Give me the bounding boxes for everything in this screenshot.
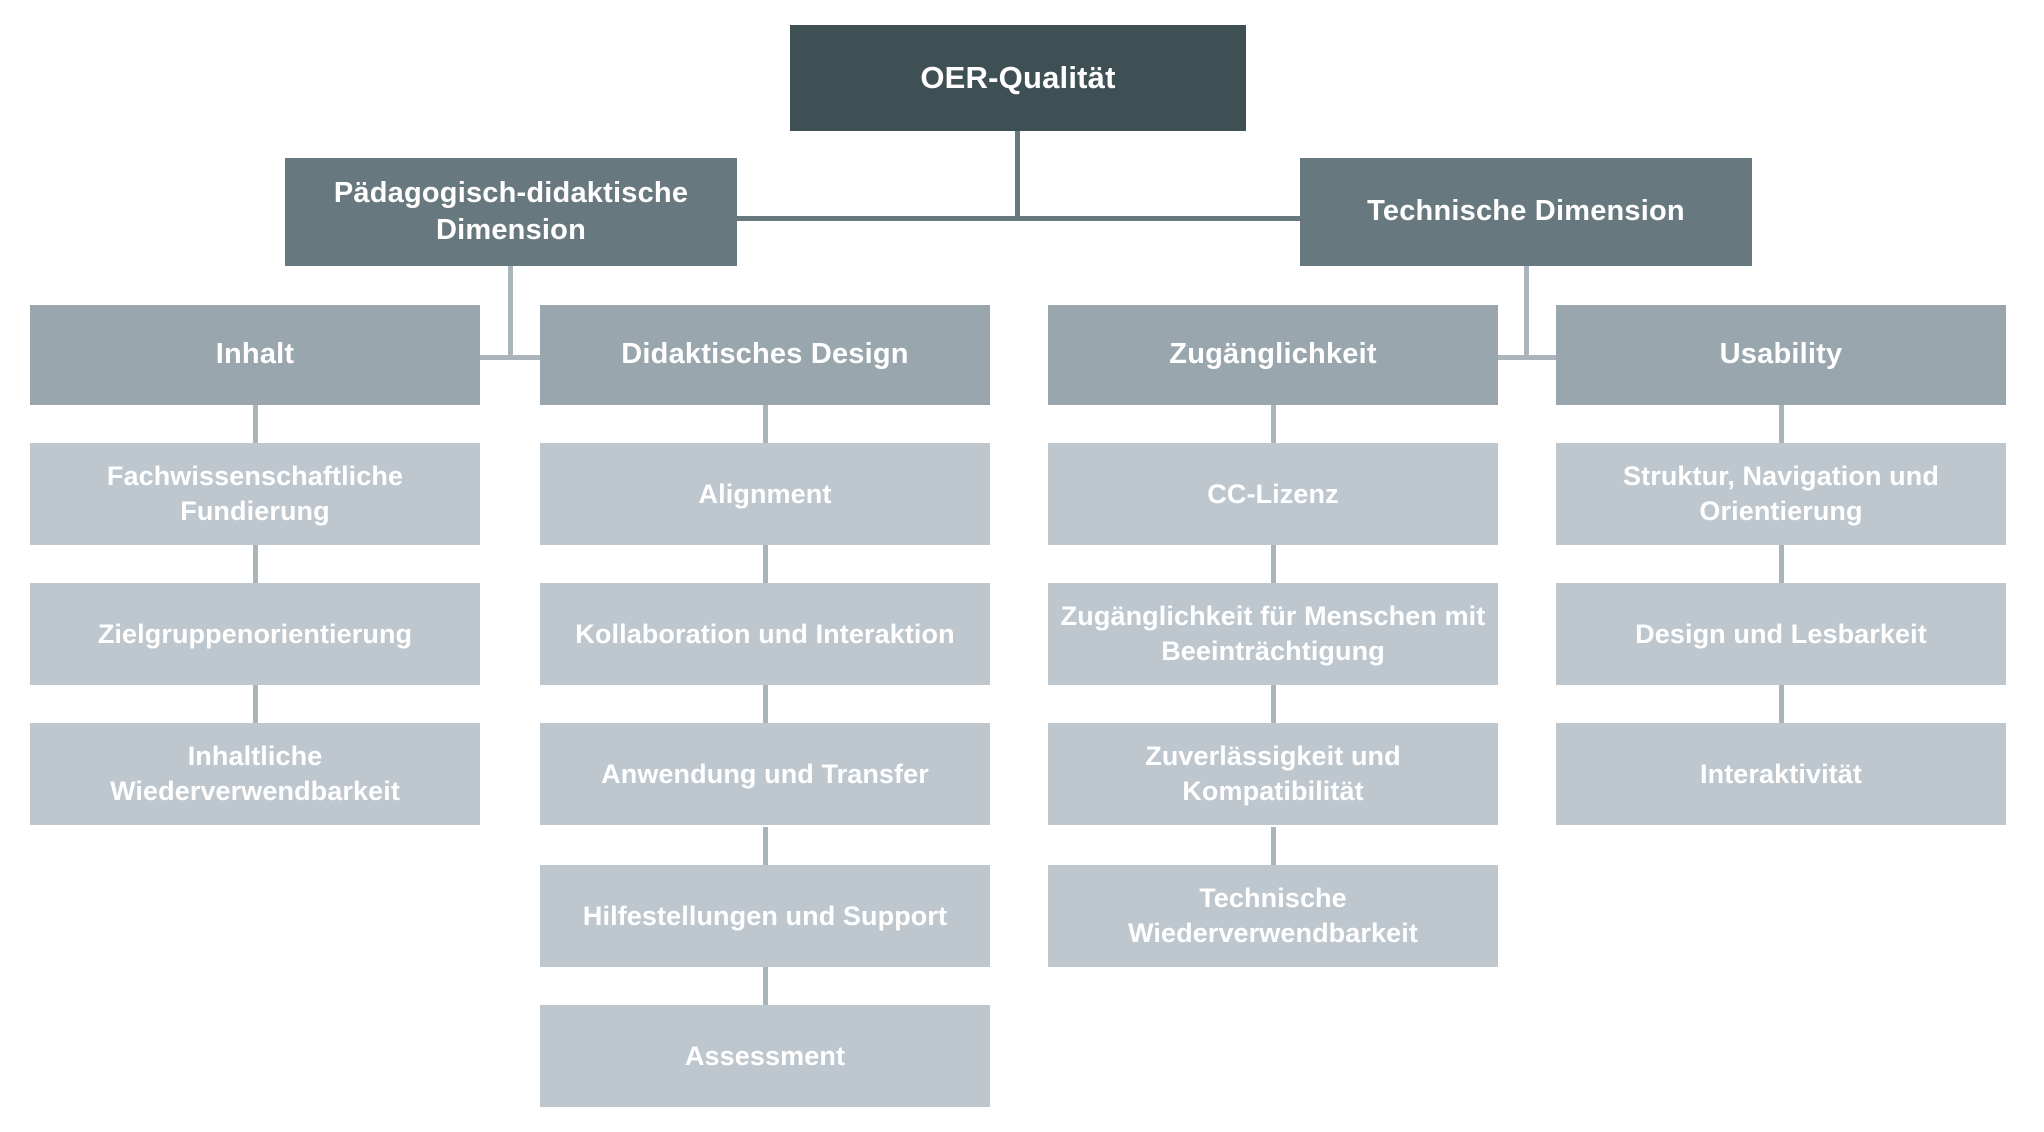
connector-col1-seg2: [253, 545, 258, 583]
node-category-inhalt[interactable]: Inhalt: [30, 305, 480, 405]
leaf-zugaenglichkeit-3[interactable]: Zuverlässigkeit und Kompatibilität: [1048, 723, 1498, 825]
connector-col2-seg3: [763, 685, 768, 723]
leaf-didaktisches-design-1[interactable]: Alignment: [540, 443, 990, 545]
connector-col4-seg1: [1779, 405, 1784, 443]
connector-col3-seg4: [1271, 827, 1276, 865]
leaf-didaktisches-design-5[interactable]: Assessment: [540, 1005, 990, 1107]
leaf-usability-2[interactable]: Design und Lesbarkeit: [1556, 583, 2006, 685]
leaf-inhalt-2[interactable]: Zielgruppenorientierung: [30, 583, 480, 685]
connector-col4-seg3: [1779, 685, 1784, 723]
connector-col2-seg2: [763, 545, 768, 583]
leaf-didaktisches-design-2[interactable]: Kollaboration und Interaktion: [540, 583, 990, 685]
connector-col2-seg5: [763, 967, 768, 1005]
connector-root-vertical: [1015, 131, 1020, 220]
node-dimension-technisch[interactable]: Technische Dimension: [1300, 158, 1752, 266]
leaf-zugaenglichkeit-4[interactable]: Technische Wiederverwendbarkeit: [1048, 865, 1498, 967]
connector-col3-seg3: [1271, 685, 1276, 723]
node-root[interactable]: OER-Qualität: [790, 25, 1246, 131]
connector-col3-seg2: [1271, 545, 1276, 583]
leaf-didaktisches-design-4[interactable]: Hilfestellungen und Support: [540, 865, 990, 967]
connector-right-category-horizontal: [1496, 355, 1558, 360]
leaf-inhalt-1[interactable]: Fachwissenschaftliche Fundierung: [30, 443, 480, 545]
leaf-didaktisches-design-3[interactable]: Anwendung und Transfer: [540, 723, 990, 825]
node-category-usability[interactable]: Usability: [1556, 305, 2006, 405]
connector-col1-seg1: [253, 405, 258, 443]
connector-left-dimension-vertical: [508, 266, 513, 358]
connector-left-category-horizontal: [480, 355, 542, 360]
connector-col4-seg2: [1779, 545, 1784, 583]
connector-right-dimension-vertical: [1524, 266, 1529, 358]
leaf-inhalt-3[interactable]: Inhaltliche Wiederverwendbarkeit: [30, 723, 480, 825]
connector-col2-seg4: [763, 827, 768, 865]
leaf-usability-1[interactable]: Struktur, Navigation und Orientierung: [1556, 443, 2006, 545]
node-category-didaktisches-design[interactable]: Didaktisches Design: [540, 305, 990, 405]
connector-col2-seg1: [763, 405, 768, 443]
leaf-usability-3[interactable]: Interaktivität: [1556, 723, 2006, 825]
connector-col1-seg3: [253, 685, 258, 723]
connector-dimension-horizontal: [735, 216, 1301, 221]
node-category-zugaenglichkeit[interactable]: Zugänglichkeit: [1048, 305, 1498, 405]
leaf-zugaenglichkeit-2[interactable]: Zugänglichkeit für Menschen mit Beeinträ…: [1048, 583, 1498, 685]
node-dimension-paedagogisch-didaktisch[interactable]: Pädagogisch-didaktische Dimension: [285, 158, 737, 266]
leaf-zugaenglichkeit-1[interactable]: CC-Lizenz: [1048, 443, 1498, 545]
connector-col3-seg1: [1271, 405, 1276, 443]
